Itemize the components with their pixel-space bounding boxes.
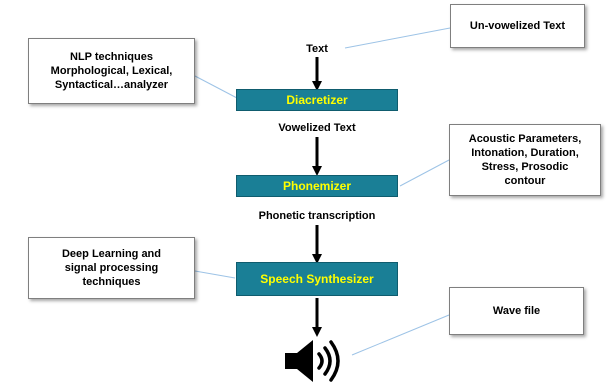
- note-wave-file: Wave file: [449, 287, 584, 335]
- deep-line-2: signal processing: [64, 262, 159, 274]
- acoustic-line-1: Acoustic Parameters,: [468, 133, 582, 145]
- note-deep-learning: Deep Learning and signal processing tech…: [28, 237, 195, 299]
- connector-wave: [351, 314, 450, 356]
- connector-unvowelized: [344, 27, 451, 49]
- connector-deep: [194, 270, 236, 279]
- vowelized-text-label: Vowelized Text: [278, 122, 356, 134]
- acoustic-line-4: contour: [504, 175, 546, 187]
- stage-phonemizer: Phonemizer: [236, 175, 398, 197]
- phonetic-transcription-label: Phonetic transcription: [258, 210, 376, 222]
- note-unvowelized-text: Un-vowelized Text: [450, 4, 585, 48]
- acoustic-line-2: Intonation, Duration,: [471, 147, 579, 159]
- nlp-line-3: Syntactical…analyzer: [54, 79, 169, 91]
- deep-line-3: techniques: [82, 276, 141, 288]
- note-nlp-techniques: NLP techniques Morphological, Lexical, S…: [28, 38, 195, 104]
- speaker-icon: [285, 340, 340, 382]
- note-acoustic-parameters: Acoustic Parameters, Intonation, Duratio…: [449, 124, 601, 196]
- nlp-line-2: Morphological, Lexical,: [50, 65, 173, 77]
- connector-acoustic: [399, 159, 450, 187]
- stage-speech-synthesizer: Speech Synthesizer: [236, 262, 398, 296]
- acoustic-line-3: Stress, Prosodic: [481, 161, 569, 173]
- deep-line-1: Deep Learning and: [61, 248, 162, 260]
- connector-nlp: [194, 75, 238, 99]
- nlp-line-1: NLP techniques: [70, 51, 153, 63]
- stage-diacretizer: Diacretizer: [236, 89, 398, 111]
- input-text-label: Text: [306, 43, 328, 55]
